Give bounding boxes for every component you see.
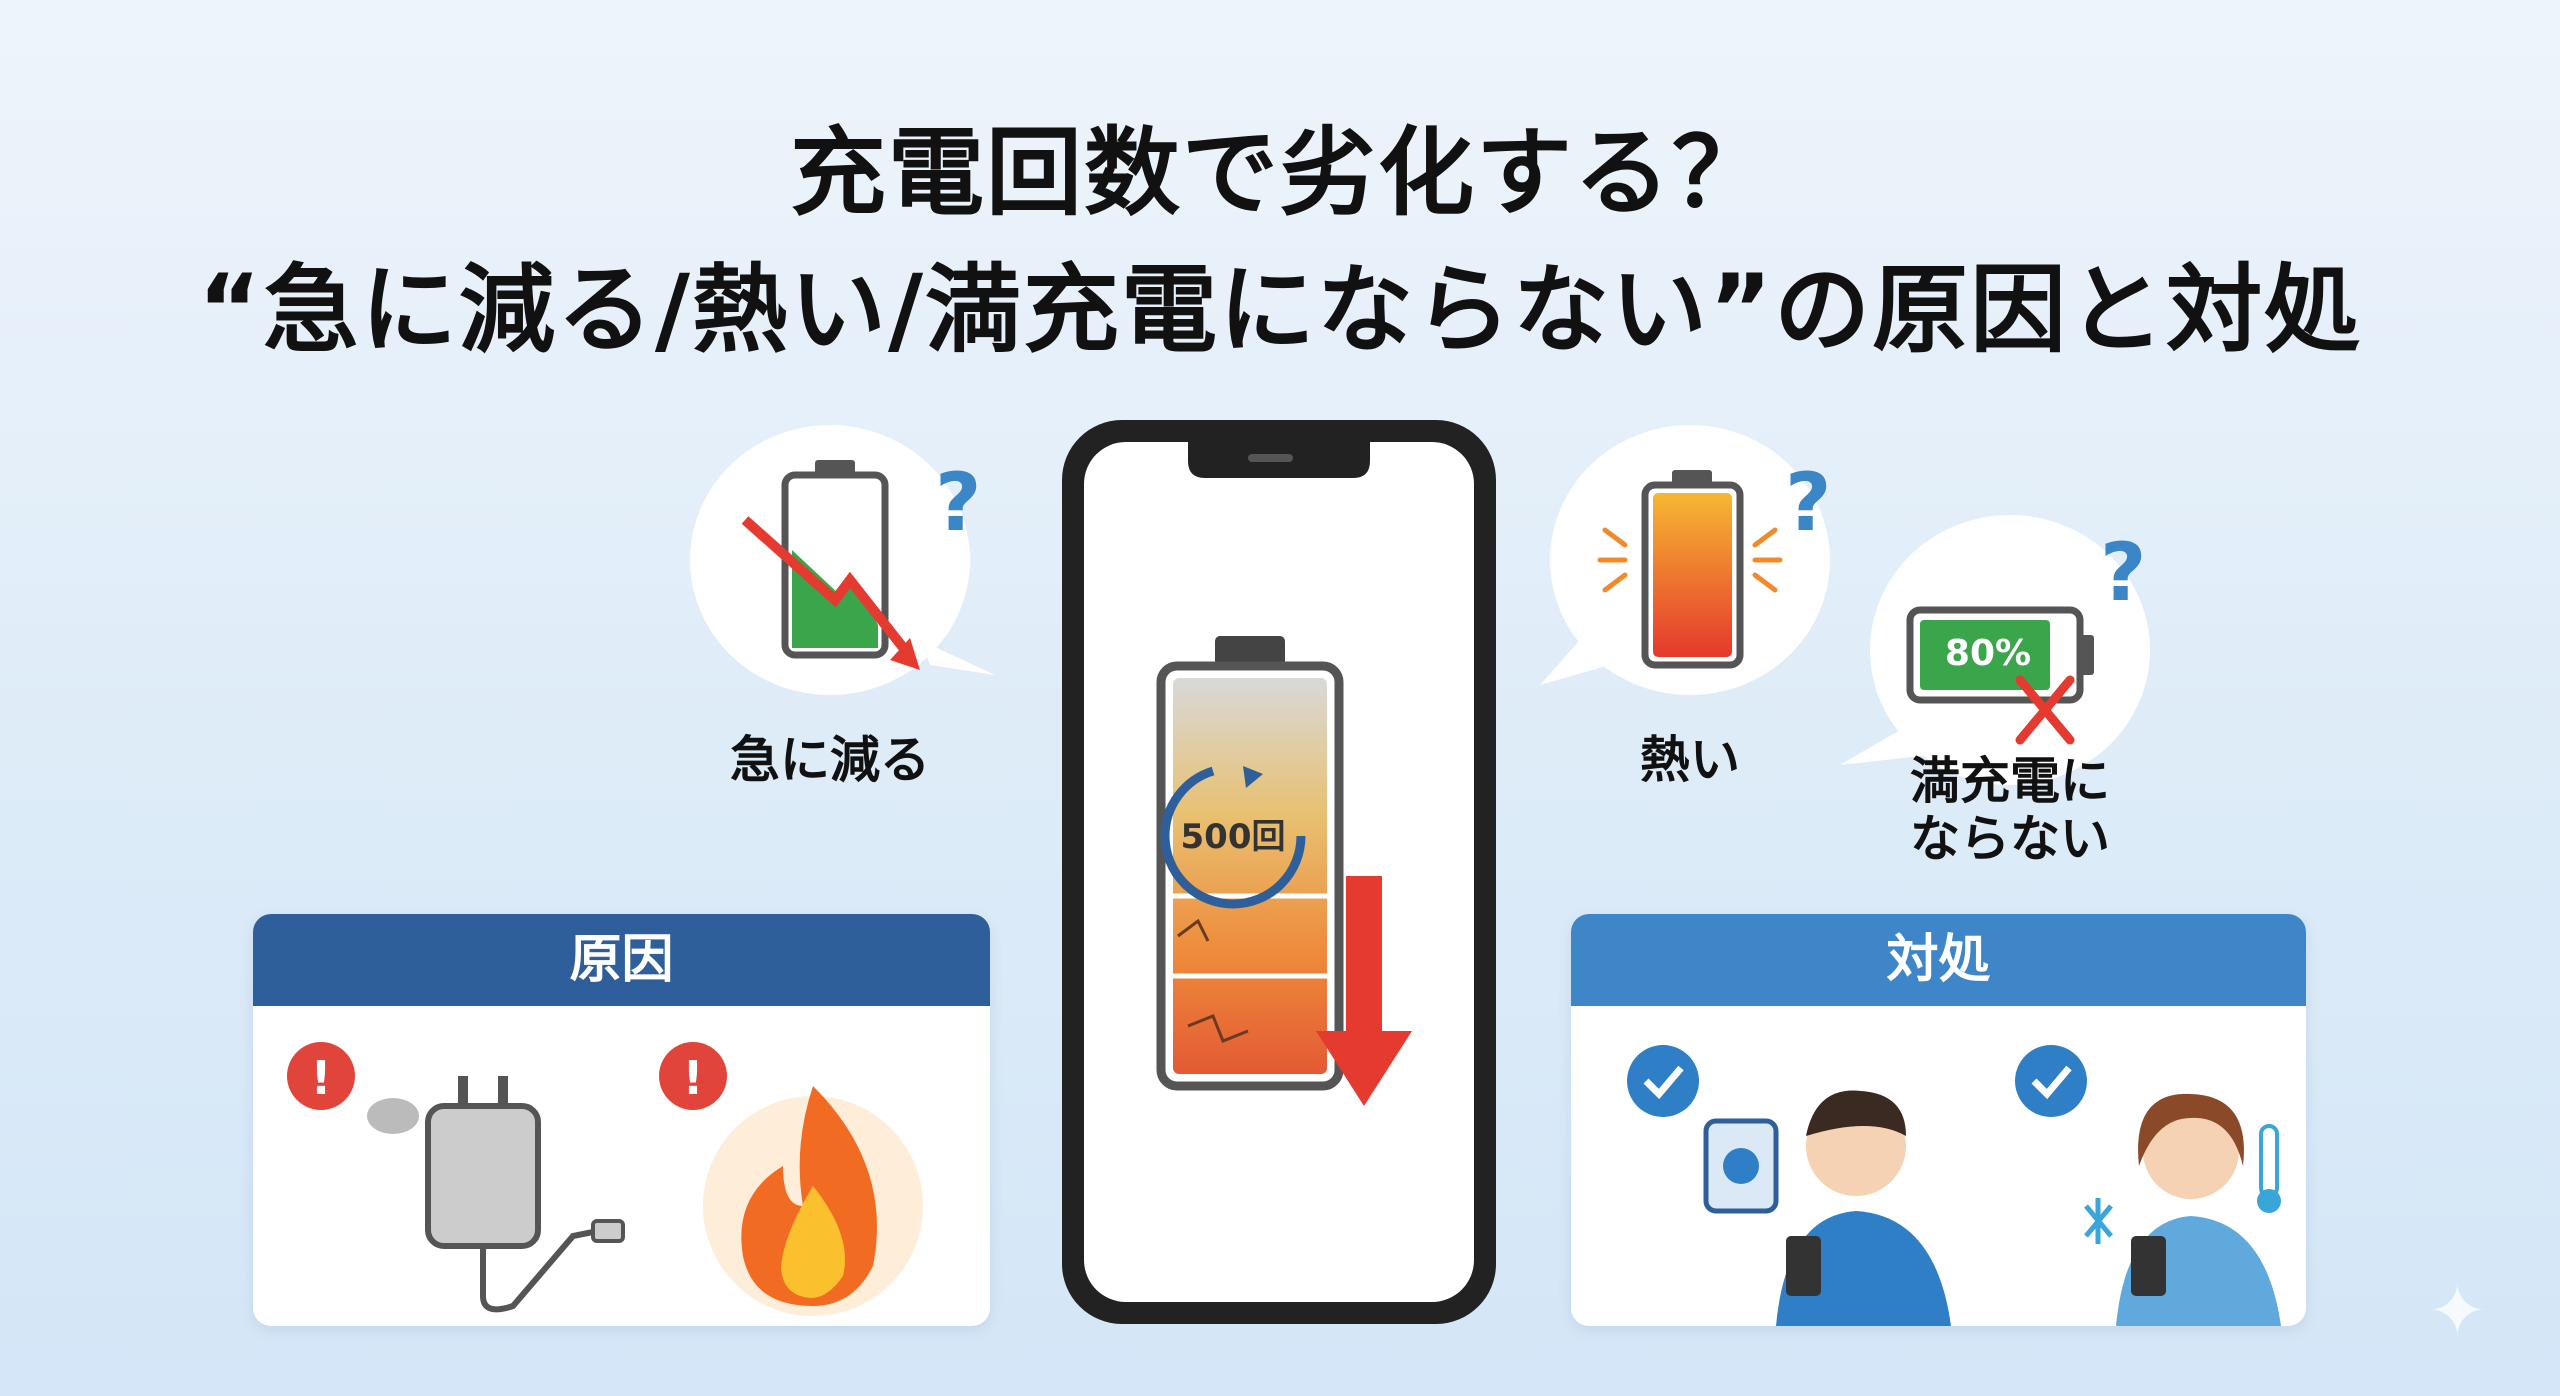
cause-panel: 原因 ! !	[253, 914, 990, 1326]
battery-drop-icon: ?	[690, 425, 995, 695]
charger-fire-icon: ! !	[287, 1042, 923, 1316]
sparkle-icon: ✦	[2428, 1270, 2487, 1352]
cause-header: 原因	[253, 914, 990, 1006]
symptom-hot-label: 熱い	[1640, 731, 1740, 789]
symptom-hot-bubble: ?	[1540, 420, 1850, 710]
people-remedy-icon	[1627, 1045, 2281, 1326]
battery-80-cross-icon: 80% ?	[1840, 515, 2150, 785]
hot-battery-icon: ?	[1540, 425, 1831, 695]
symptom-not-full-label: 満充電に ならない	[1880, 752, 2140, 868]
symptom-drain-bubble: ?	[690, 420, 1000, 710]
title-line-1: 充電回数で劣化する？	[790, 117, 1770, 229]
remedy-panel: 対処	[1571, 914, 2306, 1326]
cycle-count-label: 500回	[1181, 817, 1286, 857]
symptom-not-full-bubble: 80% ?	[1840, 510, 2170, 800]
svg-text:!: !	[311, 1051, 332, 1105]
label-line-1: 満充電に	[1910, 752, 2110, 810]
smartphone-illustration: 500回	[1058, 416, 1500, 1328]
label-line-2: ならない	[1910, 810, 2110, 868]
question-mark: ?	[2100, 526, 2146, 619]
battery-percent-text: 80%	[1945, 633, 2031, 674]
symptom-drain-label: 急に減る	[730, 731, 930, 789]
question-mark: ?	[1785, 456, 1831, 549]
title-line-2: “急に減る/熱い/満充電にならない”の原因と対処	[197, 254, 2363, 366]
phone-battery-icon: 500回	[1062, 420, 1496, 1324]
remedy-header: 対処	[1571, 914, 2306, 1006]
question-mark: ?	[935, 456, 981, 549]
svg-text:!: !	[683, 1051, 704, 1105]
